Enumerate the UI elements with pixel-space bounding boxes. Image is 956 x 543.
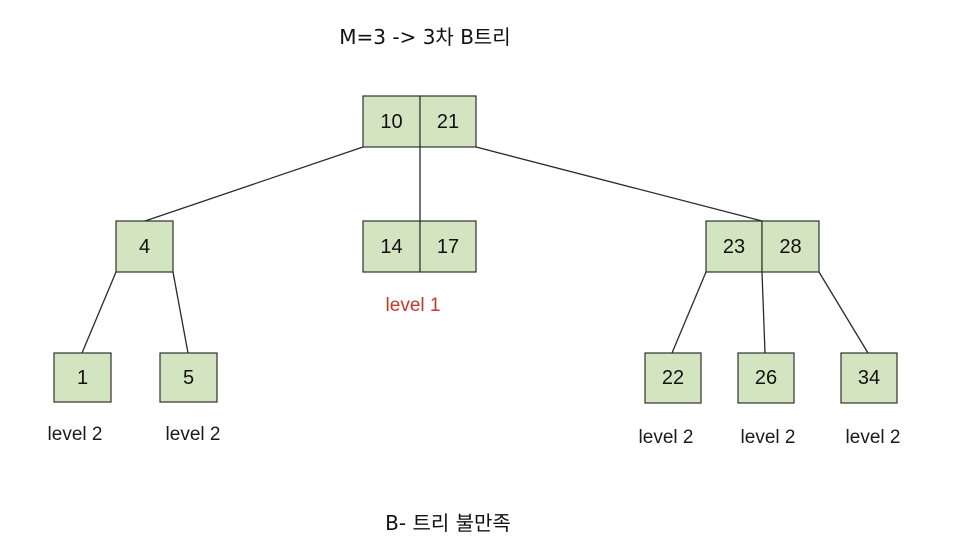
node-key: 23 xyxy=(723,236,745,258)
node-key: 4 xyxy=(139,236,150,258)
node-cell xyxy=(705,220,763,273)
edge-right-leaf26 xyxy=(761,271,766,354)
diagram-caption: B- 트리 불만족 xyxy=(385,511,511,535)
node-key: 34 xyxy=(858,367,880,389)
level-label: level 2 xyxy=(741,427,796,448)
node-cell xyxy=(737,352,795,404)
tree-node-leaf26: 26 level 2 xyxy=(737,352,796,448)
node-key: 22 xyxy=(662,367,684,389)
edge-right-leaf22 xyxy=(671,271,707,354)
node-cell xyxy=(419,220,477,273)
node-key: 17 xyxy=(437,236,459,258)
level-label: level 2 xyxy=(166,424,221,445)
node-cell xyxy=(159,352,218,403)
node-key: 26 xyxy=(755,367,777,389)
tree-node-middle: 14 17 level 1 xyxy=(362,220,477,316)
node-key: 14 xyxy=(380,236,402,258)
node-key: 1 xyxy=(77,367,88,389)
node-cell xyxy=(115,220,174,273)
tree-node-leaf5: 5 level 2 xyxy=(159,352,221,445)
node-cell xyxy=(53,352,112,403)
diagram-title: M=3 -> 3차 B트리 xyxy=(339,25,510,49)
node-cell xyxy=(644,352,702,404)
node-cell xyxy=(362,95,421,148)
node-cell xyxy=(840,352,898,404)
edge-left-leaf1 xyxy=(81,271,117,354)
tree-node-root: 10 21 xyxy=(362,95,477,148)
node-key: 10 xyxy=(380,111,402,133)
edge-right-leaf34 xyxy=(818,271,869,354)
tree-node-right: 23 28 xyxy=(705,220,820,273)
node-key: 28 xyxy=(779,236,801,258)
tree-edges xyxy=(81,146,869,354)
level-label: level 1 xyxy=(386,295,441,316)
node-key: 5 xyxy=(183,367,194,389)
level-label: level 2 xyxy=(846,427,901,448)
level-label: level 2 xyxy=(48,424,103,445)
tree-node-leaf22: 22 level 2 xyxy=(639,352,702,448)
edge-root-left xyxy=(144,146,364,222)
node-cell xyxy=(761,220,820,273)
level-label: level 2 xyxy=(639,427,694,448)
node-cell xyxy=(419,95,477,148)
edge-left-leaf5 xyxy=(172,271,189,354)
edge-root-right xyxy=(475,146,763,222)
node-key: 21 xyxy=(437,111,459,133)
tree-node-left: 4 xyxy=(115,220,174,273)
tree-node-leaf1: 1 level 2 xyxy=(48,352,112,445)
tree-node-leaf34: 34 level 2 xyxy=(840,352,901,448)
